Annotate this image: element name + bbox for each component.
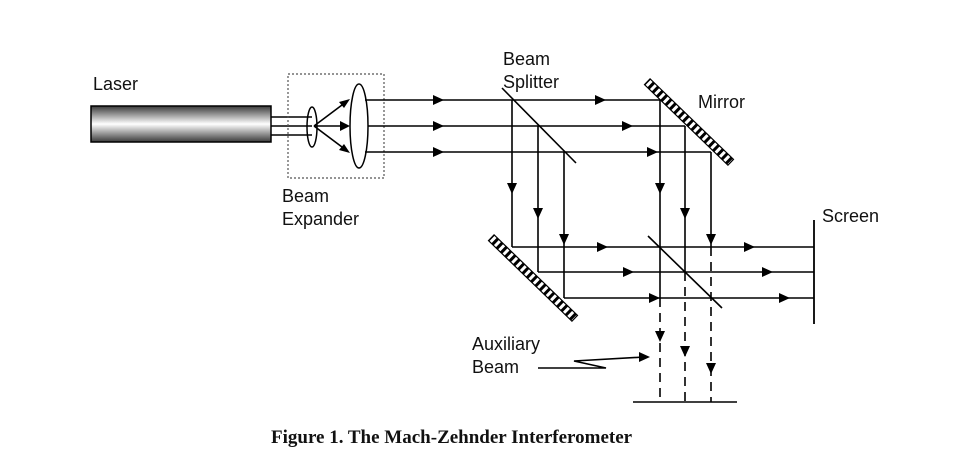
beam-expander-label-2: Expander — [282, 209, 359, 229]
auxiliary-beams — [655, 247, 716, 402]
beam-expander-label-1: Beam — [282, 186, 329, 206]
laser — [90, 105, 272, 143]
right-vertical-beams — [655, 100, 716, 298]
diverging-rays — [313, 99, 350, 153]
auxiliary-pointer — [538, 352, 650, 369]
beam-splitter-label-1: Beam — [503, 49, 550, 69]
laser-label: Laser — [93, 74, 138, 94]
mirror-top-right — [643, 77, 735, 167]
screen-label: Screen — [822, 206, 879, 226]
beam-splitter-label-2: Splitter — [503, 72, 559, 92]
small-lens — [306, 106, 318, 148]
left-vertical-beams — [507, 100, 569, 298]
auxiliary-label-1: Auxiliary — [472, 334, 540, 354]
beam-splitter-1 — [501, 87, 577, 164]
mirror-label: Mirror — [698, 92, 745, 112]
auxiliary-label-2: Beam — [472, 357, 519, 377]
large-lens — [349, 83, 369, 169]
mirror-bottom-left — [487, 233, 579, 323]
figure-caption: Figure 1. The Mach-Zehnder Interferomete… — [271, 427, 633, 448]
lower-beams — [512, 242, 814, 303]
laser-output-beams — [271, 116, 312, 136]
